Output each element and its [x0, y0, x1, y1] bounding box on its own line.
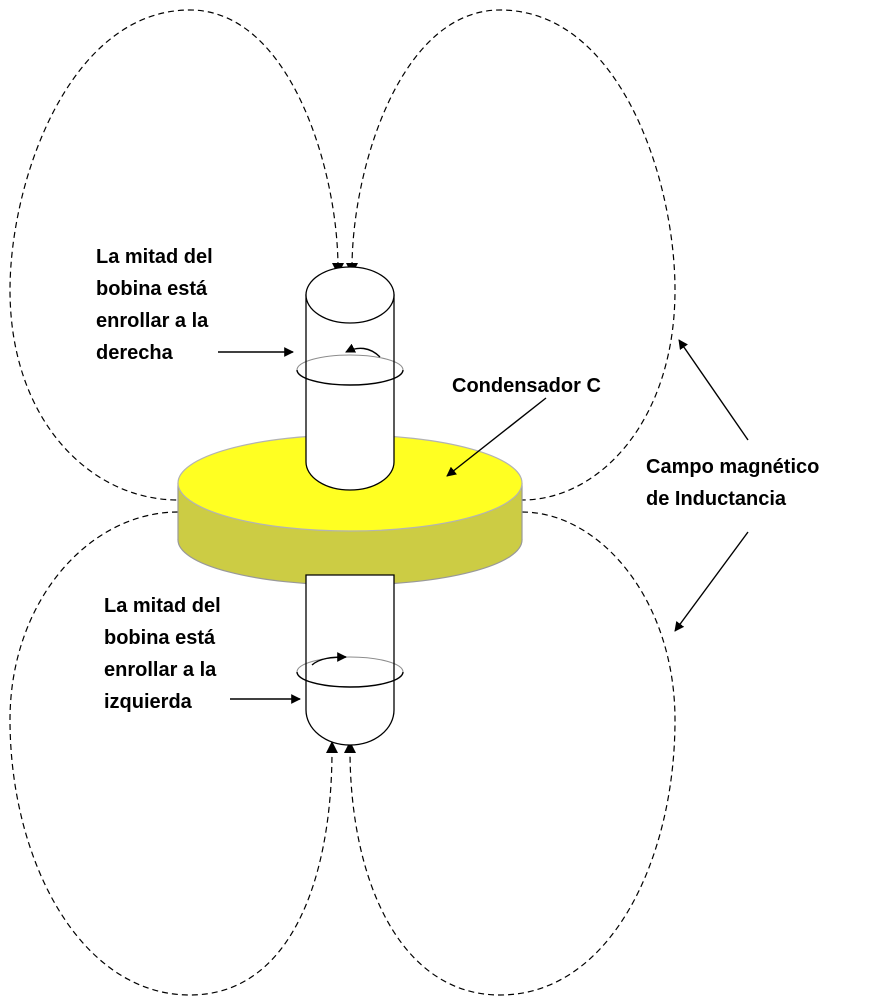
lower-coil-cylinder	[296, 574, 404, 746]
field-label: Campo magnético de Inductancia	[646, 456, 819, 510]
upper-coil-line-2: bobina está	[96, 278, 208, 300]
lower-coil-line-2: bobina está	[104, 627, 216, 649]
upper-coil-cylinder	[296, 266, 404, 491]
field-pointer-lower	[674, 531, 749, 632]
field-arrowhead-bottom-right	[344, 741, 356, 753]
field-loop-bottom-left	[9, 511, 333, 996]
field-arrowhead-bottom-left	[326, 741, 338, 753]
lower-winding-loop-back	[296, 656, 404, 673]
field-pointer-upper	[678, 339, 749, 441]
lower-coil-line-1: La mitad del	[104, 595, 221, 617]
field-label-line-1: Campo magnético	[646, 456, 819, 478]
capacitor-pointer	[446, 397, 547, 477]
upper-winding-loop-back	[296, 354, 404, 371]
field-loop-bottom-right	[349, 511, 676, 996]
lower-coil-line-3: enrollar a la	[104, 659, 217, 681]
lower-winding-arrow	[311, 652, 347, 666]
lower-coil-line-4: izquierda	[104, 691, 193, 713]
upper-winding-loop	[296, 369, 404, 386]
field-label-line-2: de Inductancia	[646, 488, 787, 510]
lower-winding-loop	[296, 671, 404, 688]
upper-coil-label: La mitad del bobina está enrollar a la d…	[96, 246, 213, 364]
field-loop-top-left	[9, 9, 339, 501]
field-loop-top-right	[351, 9, 676, 501]
capacitor-label: Condensador C	[452, 375, 601, 397]
upper-coil-line-1: La mitad del	[96, 246, 213, 268]
lower-coil-label: La mitad del bobina está enrollar a la i…	[104, 595, 221, 713]
upper-coil-line-3: enrollar a la	[96, 310, 209, 332]
upper-coil-line-4: derecha	[96, 342, 174, 364]
upper-winding-arrow	[345, 343, 381, 358]
